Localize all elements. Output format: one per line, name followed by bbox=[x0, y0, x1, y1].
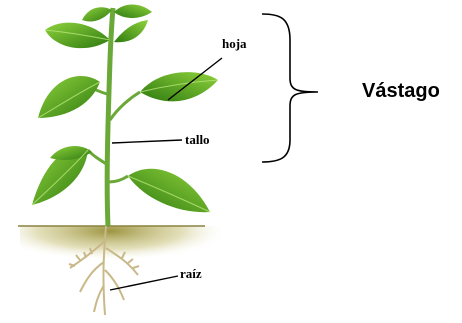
stem-pointer-line bbox=[112, 140, 182, 143]
stem-label: tallo bbox=[185, 132, 210, 148]
shoot-brace bbox=[262, 14, 318, 162]
root-pointer-line bbox=[110, 276, 178, 290]
leaves bbox=[32, 5, 218, 213]
leaf-label: hoja bbox=[222, 36, 247, 52]
shoot-label: Vástago bbox=[362, 80, 440, 103]
root-label: raíz bbox=[180, 266, 202, 282]
